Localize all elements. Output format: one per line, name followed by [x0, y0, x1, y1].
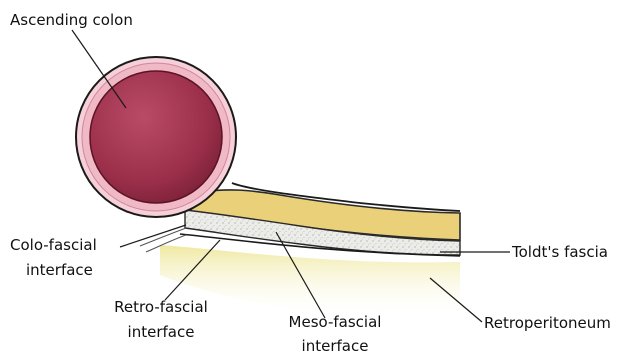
toldts-fascia-label: Toldt's fascia: [512, 243, 608, 262]
meso-fascial-label-line2: interface: [270, 337, 400, 356]
meso-fascial-label-line1: Meso-fascial: [270, 313, 400, 332]
colo-fascial-label-line2: interface: [26, 261, 93, 280]
retro-fascial-label-line2: interface: [96, 323, 226, 342]
retro-fascial-label-line1: Retro-fascial: [96, 298, 226, 317]
colon-lumen: [90, 71, 222, 203]
ascending-colon-label: Ascending colon: [10, 11, 133, 30]
colo-fascial-label-line1: Colo-fascial: [10, 236, 97, 255]
colo-fascial-leader: [120, 225, 186, 247]
retroperitoneum-label: Retroperitoneum: [484, 314, 611, 333]
